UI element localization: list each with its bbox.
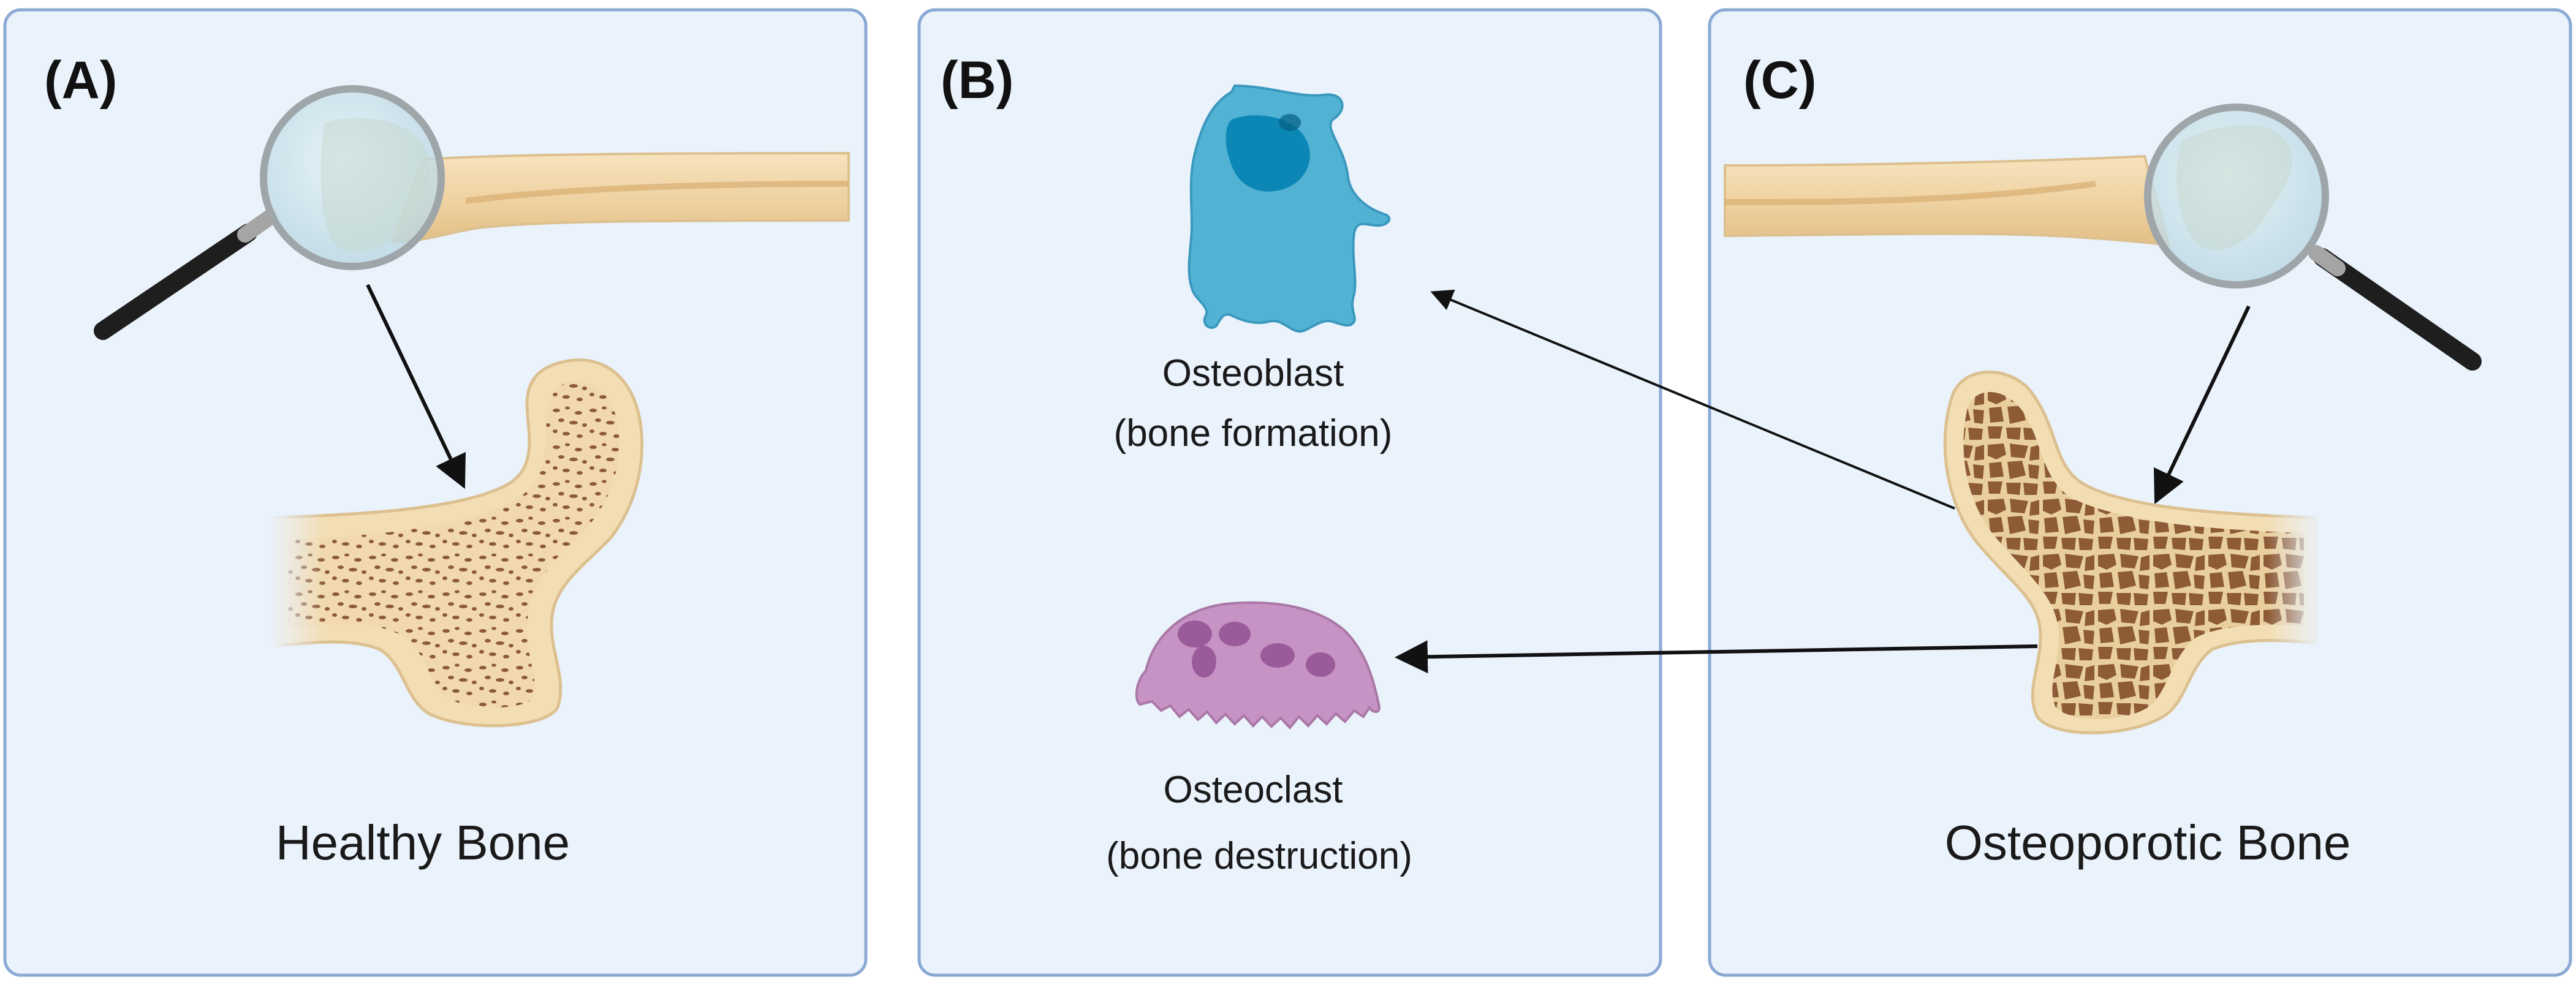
panel-a-label: (A)	[44, 51, 117, 110]
magnifier-a-icon	[94, 85, 445, 340]
healthy-bone-caption: Healthy Bone	[276, 815, 570, 870]
healthy-femur-section	[270, 358, 643, 728]
osteoblast-role: (bone formation)	[1114, 412, 1393, 455]
panel-b	[917, 8, 1662, 977]
healthy-femur-shaft	[390, 151, 850, 244]
zoom-arrow-c	[2153, 305, 2251, 505]
panel-c	[1708, 8, 2572, 977]
arrow-to-osteoblast	[1430, 289, 1955, 510]
osteoclast-role: (bone destruction)	[1106, 835, 1412, 877]
osteoblast-label: Osteoblast	[1162, 352, 1344, 394]
osteoblast-icon	[1188, 84, 1391, 333]
panel-c-label: (C)	[1743, 51, 1816, 110]
osteoporotic-femur-shaft	[1724, 154, 2171, 247]
panel-b-label: (B)	[941, 51, 1013, 110]
osteoclast-icon	[1135, 601, 1381, 730]
osteoclast-label: Osteoclast	[1164, 769, 1343, 811]
osteoporotic-bone-caption: Osteoporotic Bone	[1945, 815, 2351, 870]
magnifier-c-icon	[2144, 104, 2482, 371]
zoom-arrow-a	[366, 284, 466, 489]
osteoporotic-femur-section	[1943, 371, 2322, 734]
arrow-to-osteoclast	[1395, 640, 2038, 674]
